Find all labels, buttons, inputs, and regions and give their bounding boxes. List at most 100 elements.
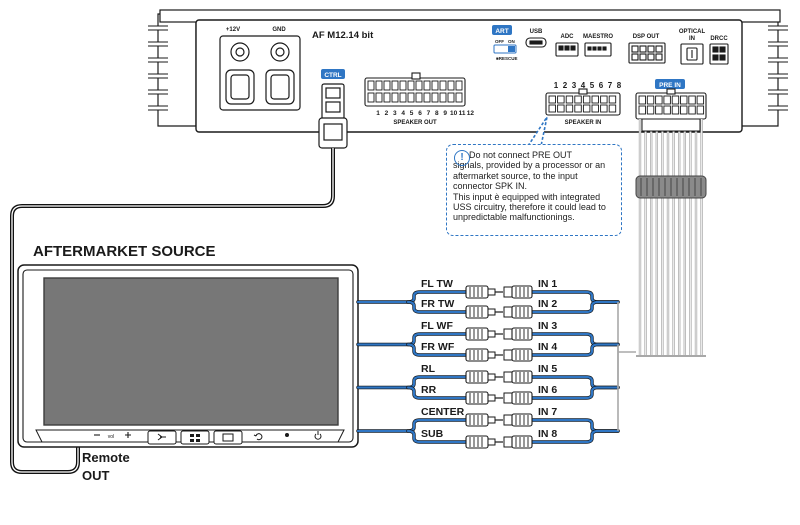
pre-out-warning-note: ! Do not connect PRE OUT signals, provid… — [446, 144, 622, 236]
pre-in-pin — [638, 95, 646, 105]
channel-out-label: FL TW — [421, 278, 453, 290]
adc-port[interactable] — [555, 42, 579, 57]
rescue-label: ■RESCUE — [496, 56, 517, 61]
rca-female-body — [511, 435, 533, 449]
speaker-out-label: SPEAKER OUT — [393, 120, 437, 126]
head-unit-back-icon[interactable] — [253, 433, 263, 441]
rca-male-plug[interactable] — [465, 348, 503, 362]
speaker-out-pin — [391, 92, 399, 103]
usb-port[interactable] — [525, 37, 547, 48]
amplifier-fins-right — [739, 13, 788, 127]
remote-out-label: Remote OUT — [82, 449, 130, 485]
rca-female-shell — [503, 392, 513, 404]
maestro-port[interactable] — [584, 42, 612, 57]
rca-male-plug[interactable] — [465, 285, 503, 299]
speaker-in-pin — [557, 95, 565, 104]
dsp-out-label: DSP OUT — [633, 34, 660, 40]
speaker-out-number: 12 — [467, 110, 475, 117]
wire-blue — [406, 300, 468, 314]
head-unit-screen — [43, 277, 339, 426]
head-unit-vol-icon[interactable]: vol — [108, 434, 114, 440]
rca-female-plug[interactable] — [503, 370, 533, 384]
speaker-in-pin — [565, 104, 574, 113]
head-unit-source-icon[interactable] — [147, 430, 177, 445]
rca-female-plug[interactable] — [503, 413, 533, 427]
ctrl-connector[interactable] — [318, 83, 348, 149]
rca-male-plug[interactable] — [465, 391, 503, 405]
channel-out-label: CENTER — [421, 406, 465, 418]
rca-female-plug[interactable] — [503, 435, 533, 449]
rca-male-plug[interactable] — [465, 327, 503, 341]
channel-in-label: IN 8 — [538, 428, 557, 440]
rca-female-shell — [503, 414, 513, 426]
speaker-out-pin — [423, 92, 431, 103]
aftermarket-source-title: AFTERMARKET SOURCE — [33, 243, 216, 260]
drcc-port[interactable] — [709, 43, 729, 65]
rca-male-tip — [487, 438, 496, 446]
channel-in-label: IN 4 — [538, 341, 557, 353]
rca-male-plug[interactable] — [465, 435, 503, 449]
power-label-12v: +12V — [226, 27, 240, 33]
rca-male-plug[interactable] — [465, 305, 503, 319]
svg-text:vol: vol — [108, 434, 114, 440]
amplifier-fins-left — [148, 13, 197, 127]
optical-label-line1: OPTICAL — [679, 29, 706, 35]
drcc-label: DRCC — [710, 36, 728, 42]
art-switch[interactable] — [493, 44, 517, 54]
rca-female-plug[interactable] — [503, 305, 533, 319]
speaker-out-number: 6 — [418, 110, 422, 117]
pre-in-pin — [688, 95, 696, 105]
speaker-out-number: 9 — [443, 110, 447, 117]
rca-female-body — [511, 413, 533, 427]
channel-out-label: RL — [421, 363, 436, 375]
head-unit-power-icon[interactable] — [314, 431, 322, 440]
rca-female-plug[interactable] — [503, 348, 533, 362]
pre-in-pin — [655, 105, 663, 115]
speaker-out-pin — [375, 92, 383, 103]
speaker-out-pin — [407, 80, 415, 91]
speaker-in-label: SPEAKER IN — [565, 120, 602, 126]
pre-in-pins — [638, 95, 705, 115]
amplifier-model: AF M12.14 bit — [312, 30, 374, 41]
rca-female-plug[interactable] — [503, 327, 533, 341]
speaker-in-pin — [565, 95, 574, 104]
speaker-out-number: 7 — [427, 110, 431, 117]
art-switch-off: OFF — [495, 39, 504, 44]
rca-female-plug[interactable] — [503, 285, 533, 299]
head-unit: vol — [17, 264, 359, 448]
head-unit-mic-icon[interactable] — [285, 433, 289, 437]
rca-male-tip — [487, 351, 496, 359]
head-unit-screen-icon[interactable] — [213, 430, 243, 445]
wire-blue — [530, 386, 620, 400]
speaker-out-pin — [415, 80, 423, 91]
speaker-out-pin — [455, 80, 463, 91]
speaker-out-pins — [367, 80, 463, 103]
art-switch-on: ON — [508, 39, 515, 44]
speaker-out-pin — [375, 80, 383, 91]
speaker-out-pin — [399, 80, 407, 91]
harness-clip — [641, 118, 701, 132]
speaker-out-pin — [383, 80, 391, 91]
speaker-in-number: 3 — [572, 81, 577, 90]
rca-female-plug[interactable] — [503, 391, 533, 405]
head-unit-plus-icon[interactable] — [125, 432, 131, 438]
pre-in-pin — [655, 95, 663, 105]
speaker-in-pin — [557, 104, 565, 113]
dsp-out-port[interactable] — [628, 42, 666, 64]
rca-male-plug[interactable] — [465, 413, 503, 427]
rca-female-shell — [503, 286, 513, 298]
rca-male-body — [465, 348, 489, 362]
head-unit-grid-icon[interactable] — [180, 430, 210, 445]
speaker-in-number: 8 — [617, 81, 622, 90]
speaker-out-pin — [415, 92, 423, 103]
optical-in-port[interactable] — [680, 43, 704, 65]
channel-out-label: FR TW — [421, 298, 454, 310]
pre-in-pin — [688, 105, 696, 115]
speaker-out-number: 4 — [401, 110, 405, 117]
rca-male-plug[interactable] — [465, 370, 503, 384]
note-line3: This input è equipped with integrated US… — [453, 191, 606, 223]
speaker-in-number: 6 — [599, 81, 604, 90]
speaker-out-number: 8 — [435, 110, 439, 117]
pre-in-pin — [646, 95, 655, 105]
